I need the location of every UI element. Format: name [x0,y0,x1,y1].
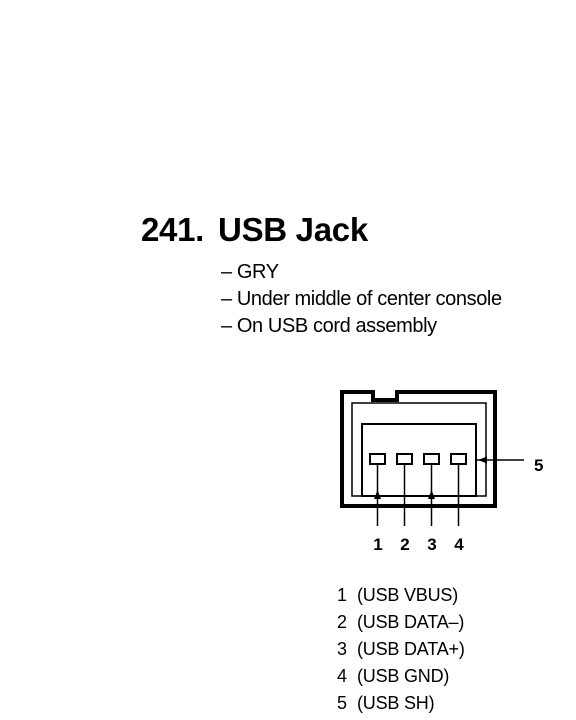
legend-item: 4 (USB GND) [337,663,465,690]
connector-housing-inner [351,402,487,497]
legend-pin-number: 2 [337,612,347,632]
legend-pin-number: 1 [337,585,347,605]
pin-number-3: 3 [427,535,436,554]
pin-1-contact [369,453,386,465]
shield-pin-number: 5 [534,456,543,475]
legend-item: 3 (USB DATA+) [337,636,465,663]
legend-pin-function: (USB DATA+) [357,639,465,659]
legend-item: 5 (USB SH) [337,690,465,717]
component-name: USB Jack [218,211,368,248]
legend-item: 1 (USB VBUS) [337,582,465,609]
note-location: – Under middle of center console [221,288,502,310]
legend-pin-function: (USB SH) [357,693,435,713]
legend-pin-function: (USB DATA–) [357,612,465,632]
pin-4-contact [450,453,467,465]
shield-arrowhead [478,456,487,464]
legend-pin-number: 3 [337,639,347,659]
pin-number-2: 2 [400,535,409,554]
legend-pin-function: (USB VBUS) [357,585,459,605]
note-assembly: – On USB cord assembly [221,315,437,337]
legend-pin-number: 4 [337,666,347,686]
pin-2-contact [396,453,413,465]
legend-pin-function: (USB GND) [357,666,450,686]
connector-housing-outer [340,390,497,508]
component-notes: – GRY – Under middle of center console –… [221,259,502,340]
pin-legend: 1 (USB VBUS) 2 (USB DATA–) 3 (USB DATA+) 4 (… [337,582,465,717]
component-title: 241. USB Jack [141,211,368,249]
pin-number-4: 4 [454,535,464,554]
pin-numbers: 1 2 3 4 [373,535,464,554]
pin-3-contact [423,453,440,465]
pin-number-1: 1 [373,535,382,554]
legend-item: 2 (USB DATA–) [337,609,465,636]
pin-arrowheads [374,490,435,499]
note-color: – GRY [221,261,279,283]
component-number: 241. [141,211,205,248]
legend-pin-number: 5 [337,693,347,713]
